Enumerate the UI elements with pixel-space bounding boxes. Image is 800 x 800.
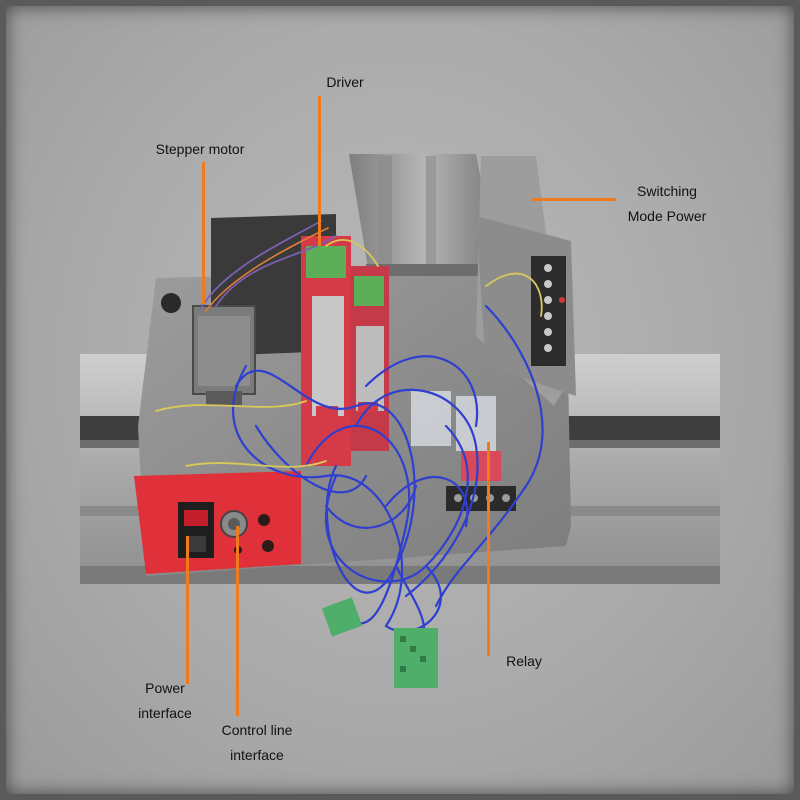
- diagram-canvas: Driver Stepper motor Switching Mode Powe…: [6, 6, 794, 794]
- leader-power-interface: [186, 536, 189, 684]
- label-driver: Driver: [326, 74, 364, 90]
- leader-control-line-interface: [236, 526, 239, 716]
- leader-switching-power: [532, 198, 616, 201]
- label-control-line-interface: Control line interface: [202, 718, 312, 768]
- label-control-line-interface-line1: Control line: [221, 722, 293, 738]
- green-terminal-connectors: [321, 597, 438, 688]
- label-switching-power: Switching Mode Power: [612, 179, 722, 229]
- leader-stepper-motor: [202, 162, 205, 304]
- driver-units: [301, 236, 389, 466]
- leader-driver: [318, 96, 321, 246]
- label-switching-power-line1: Switching: [637, 183, 697, 199]
- label-relay: Relay: [506, 653, 542, 669]
- red-front-panel: [134, 471, 301, 574]
- label-control-line-interface-line2: interface: [230, 747, 284, 763]
- leader-relay: [487, 442, 490, 656]
- label-stepper-motor: Stepper motor: [155, 141, 245, 157]
- label-power-interface-line2: interface: [138, 705, 192, 721]
- machine-photo: [80, 154, 720, 688]
- label-power-interface-line1: Power: [145, 680, 185, 696]
- stepper-motor-body: [192, 305, 256, 405]
- aluminum-profile: [349, 154, 498, 276]
- label-power-interface: Power interface: [115, 676, 215, 726]
- mount-bolt: [161, 293, 181, 313]
- label-switching-power-line2: Mode Power: [627, 208, 707, 224]
- switching-power-supply-body: [476, 156, 576, 406]
- wiring-harness: [155, 220, 544, 658]
